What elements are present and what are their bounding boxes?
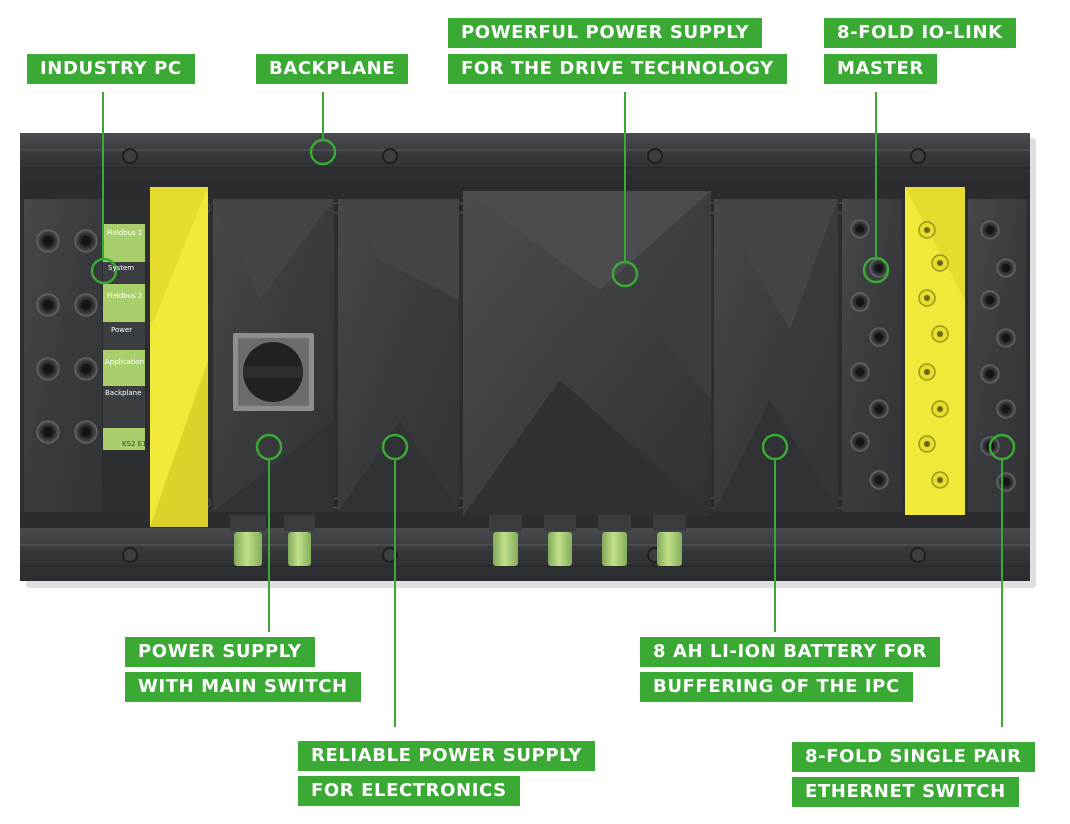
connector-gland	[598, 515, 631, 531]
ipc-port-pin	[81, 236, 91, 246]
spe-port-pin	[985, 295, 995, 305]
ipc-port-pin	[43, 236, 53, 246]
top-rail	[20, 133, 1030, 183]
bottom-rail	[20, 527, 1030, 581]
yellow-port-pin	[924, 441, 930, 447]
label-spe-line2: ETHERNET SWITCH	[792, 777, 1019, 807]
yellow-port-pin	[924, 369, 930, 375]
io-link-port-pin	[874, 475, 884, 485]
rail-screw	[382, 547, 398, 563]
rail-screw	[910, 547, 926, 563]
module-io-link	[842, 199, 902, 512]
green-connector	[234, 532, 262, 566]
label-drive-supply-line2: FOR THE DRIVE TECHNOLOGY	[448, 54, 787, 84]
yellow-port-pin	[924, 227, 930, 233]
ipc-label-backplane: Backplane	[105, 389, 142, 397]
rail-screw	[122, 547, 138, 563]
rail-screw	[122, 148, 138, 164]
io-link-port-pin	[855, 437, 865, 447]
io-link-port-pin	[855, 367, 865, 377]
label-battery-line2: BUFFERING OF THE IPC	[640, 672, 913, 702]
ipc-port-pin	[81, 364, 91, 374]
ipc-port-pin	[43, 300, 53, 310]
spe-port-pin	[1001, 333, 1011, 343]
connector-gland	[284, 515, 315, 531]
label-spe-line1: 8-FOLD SINGLE PAIR	[792, 742, 1035, 772]
label-io-link-line1: 8-FOLD IO-LINK	[824, 18, 1016, 48]
ipc-port-pin	[43, 427, 53, 437]
label-main-switch-line2: WITH MAIN SWITCH	[125, 672, 361, 702]
io-link-leader-target	[862, 256, 890, 284]
yellow-port-pin	[924, 295, 930, 301]
io-link-port-pin	[874, 263, 884, 273]
green-connector	[548, 532, 572, 566]
ipc-label-fieldbus2: Fieldbus 2	[107, 292, 143, 300]
label-electronics-line1: RELIABLE POWER SUPPLY	[298, 741, 596, 771]
drive-supply-leader-target	[611, 260, 639, 288]
connector-gland	[230, 515, 266, 531]
yellow-port-pin	[937, 477, 943, 483]
label-drive-supply-line1: POWERFUL POWER SUPPLY	[448, 18, 763, 48]
green-connector	[288, 532, 311, 566]
rail-screw	[382, 148, 398, 164]
ipc-label-model: KS2 E1	[122, 440, 147, 448]
label-electronics-line2: FOR ELECTRONICS	[298, 776, 520, 806]
ipc-label-power: Power	[111, 326, 133, 334]
label-battery-line1: 8 AH LI-ION BATTERY FOR	[640, 637, 940, 667]
spe-port-pin	[985, 225, 995, 235]
spe-port-pin	[1001, 263, 1011, 273]
battery-leader-target	[761, 433, 789, 461]
io-link-port-pin	[855, 224, 865, 234]
label-industry-pc: INDUSTRY PC	[27, 54, 195, 84]
spe-port-pin	[1001, 404, 1011, 414]
industry-pc-leader-target	[90, 257, 118, 285]
connector-gland	[544, 515, 576, 531]
io-link-port-pin	[855, 297, 865, 307]
ipc-label-system: System	[108, 264, 135, 272]
ipc-port-pin	[81, 300, 91, 310]
spe-leader-target	[988, 433, 1016, 461]
green-connector	[602, 532, 627, 566]
connector-gland	[489, 515, 522, 531]
rail-screw	[647, 148, 663, 164]
label-io-link-line2: MASTER	[824, 54, 937, 84]
label-main-switch-line1: POWER SUPPLY	[125, 637, 315, 667]
electronics-leader-target	[381, 433, 409, 461]
ipc-label-fieldbus1: Fieldbus 1	[107, 229, 143, 237]
yellow-port-pin	[937, 406, 943, 412]
green-connector	[657, 532, 682, 566]
io-link-port-pin	[874, 404, 884, 414]
io-link-port-pin	[874, 332, 884, 342]
spe-port-pin	[985, 369, 995, 379]
module-spe-switch	[968, 199, 1026, 512]
ipc-label-application: Application	[105, 358, 145, 366]
spe-port-pin	[1001, 477, 1011, 487]
rail-screw	[910, 148, 926, 164]
main-switch-leader-target	[255, 433, 283, 461]
green-connector	[493, 532, 518, 566]
yellow-port-pin	[937, 260, 943, 266]
connector-gland	[653, 515, 686, 531]
ipc-port-pin	[43, 364, 53, 374]
backplane-leader-target	[309, 138, 337, 166]
label-backplane: BACKPLANE	[256, 54, 409, 84]
ipc-port-pin	[81, 427, 91, 437]
yellow-port-pin	[937, 331, 943, 337]
